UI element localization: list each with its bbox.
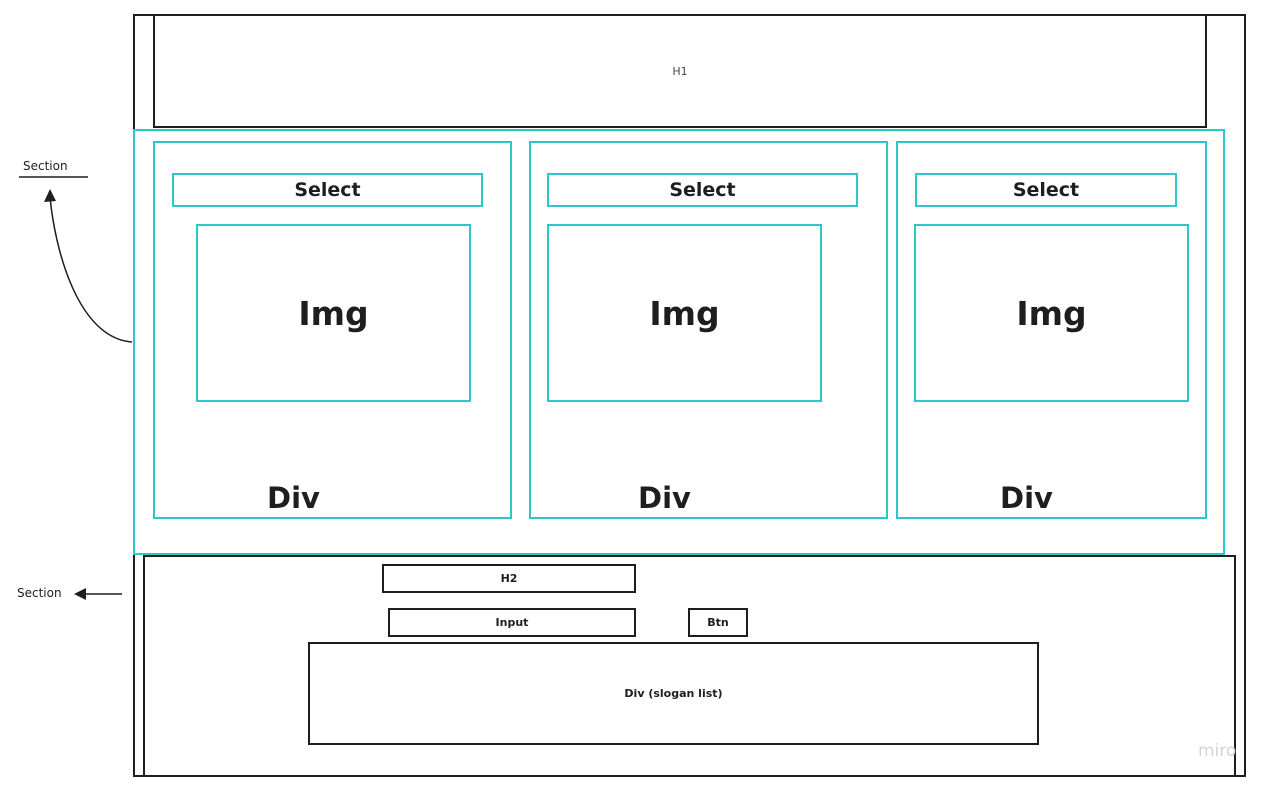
miro-watermark: miro (1198, 741, 1237, 761)
column-div-2 (529, 141, 888, 519)
img-box-2: Img (547, 224, 822, 402)
bottom-section (143, 555, 1236, 777)
column-div-3 (896, 141, 1207, 519)
select-label-2: Select (669, 179, 736, 201)
input-label: Input (495, 616, 529, 629)
select-box-1: Select (172, 173, 483, 207)
btn-label: Btn (707, 616, 729, 629)
slogan-list-box: Div (slogan list) (308, 642, 1039, 745)
h1-label: H1 (672, 64, 688, 78)
input-box: Input (388, 608, 636, 637)
img-box-1: Img (196, 224, 471, 402)
section-label-bottom: Section (17, 586, 62, 600)
select-label-1: Select (294, 179, 361, 201)
select-label-3: Select (1012, 179, 1080, 201)
div-label-2: Div (638, 481, 691, 515)
img-box-3: Img (914, 224, 1189, 402)
select-box-3: Select (915, 173, 1177, 207)
column-div-1 (153, 141, 512, 519)
top-section (133, 129, 1225, 555)
div-label-1: Div (267, 481, 320, 515)
div-label-3: Div (1000, 481, 1053, 515)
curved-arrow-top (49, 196, 133, 343)
h1-block: H1 (153, 14, 1207, 128)
h2-box: H2 (382, 564, 636, 593)
section-label-top: Section (23, 159, 68, 173)
curved-arrow-top-head (44, 189, 56, 202)
img-label-1: Img (298, 293, 369, 333)
h2-label: H2 (500, 572, 518, 585)
slogan-list-label: Div (slogan list) (624, 687, 723, 700)
img-label-3: Img (1016, 293, 1087, 333)
btn-box: Btn (688, 608, 748, 637)
select-box-2: Select (547, 173, 858, 207)
img-label-2: Img (649, 293, 720, 333)
straight-arrow-bottom-head (74, 588, 86, 600)
